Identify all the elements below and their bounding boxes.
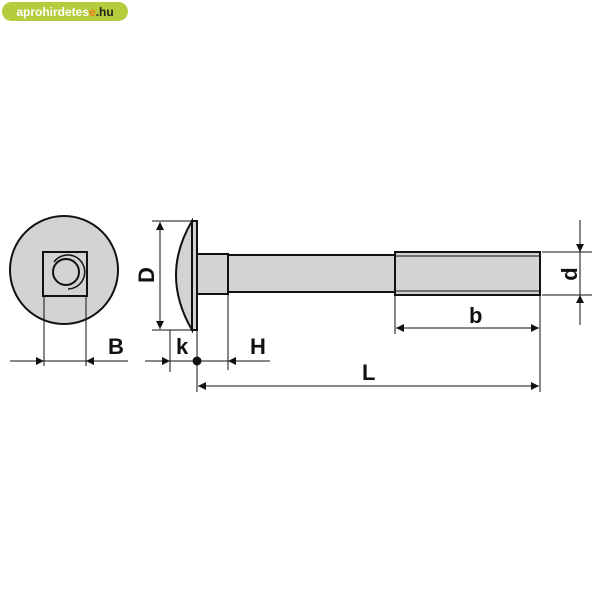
bolt-side-view — [175, 217, 541, 334]
label-b: b — [469, 303, 482, 328]
bolt-head-top-view — [9, 215, 119, 325]
label-D: D — [134, 267, 159, 283]
label-L: L — [362, 360, 375, 385]
logo-text: aprohirdetes — [16, 4, 89, 19]
dimension-lines — [10, 220, 592, 392]
label-k: k — [176, 334, 189, 359]
label-d: d — [557, 267, 582, 280]
logo-accent: e — [89, 4, 96, 19]
logo-suffix: .hu — [95, 4, 114, 19]
label-B: B — [108, 334, 124, 359]
label-H: H — [250, 334, 266, 359]
